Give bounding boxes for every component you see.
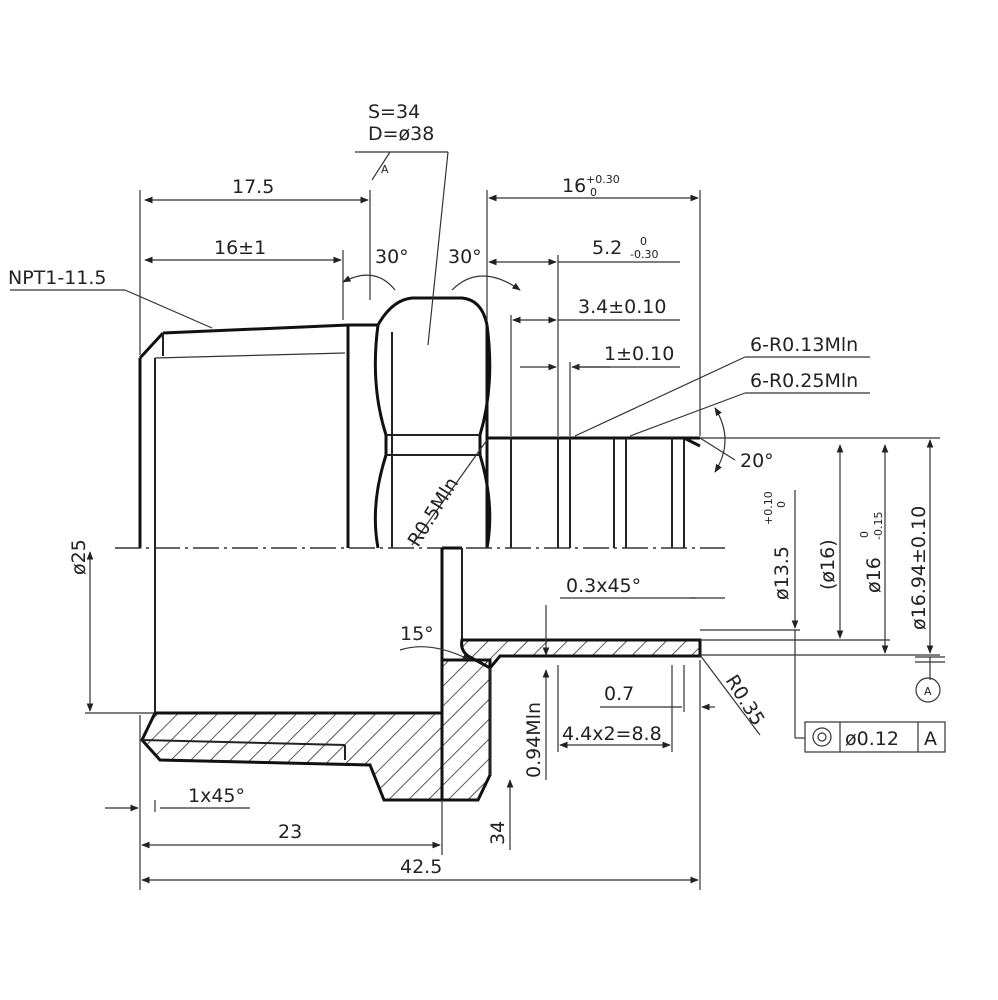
dim-16-tol-up: +0.30	[586, 173, 620, 186]
dim-42-5: 42.5	[400, 856, 442, 878]
hex-datum-label: A	[381, 163, 389, 176]
dia-16-label: ø16	[863, 557, 885, 593]
dim-0-7: 0.7	[604, 683, 634, 705]
hex-d-label: D=ø38	[368, 123, 434, 145]
dia-16-94-label: ø16.94±0.10	[908, 506, 930, 630]
chamfer-1-label: 1x45°	[188, 785, 245, 807]
radius-035-label: R0.35	[721, 671, 769, 730]
angle-30-right: 30°	[448, 246, 482, 268]
radius-013-label: 6-R0.13Mln	[750, 334, 858, 356]
dim-3-4: 3.4±0.10	[578, 296, 666, 318]
dim-5-2-up: 0	[640, 235, 647, 248]
dim-34: 34	[487, 821, 509, 845]
section-view	[140, 546, 702, 802]
part-outline-upper	[138, 296, 701, 549]
dim-16-tol-lo: 0	[590, 186, 597, 199]
dim-16-tol: 16	[562, 175, 586, 197]
angle-20: 20°	[740, 450, 774, 472]
dim-23: 23	[278, 821, 302, 843]
dia-16-lo: -0.15	[872, 512, 885, 540]
angle-30-left: 30°	[375, 246, 409, 268]
dia-25-label: ø25	[68, 539, 90, 575]
feature-control-frame: ø0.12 A	[804, 721, 946, 753]
dim-094-label: 0.94Mln	[523, 702, 545, 778]
angle-15: 15°	[400, 623, 434, 645]
fcf-tolerance: ø0.12	[845, 728, 899, 750]
datum-a-bubble: A	[915, 677, 941, 703]
dim-17-5: 17.5	[232, 176, 274, 198]
dia-13-5-up: +0.10	[762, 491, 775, 525]
hex-s-label: S=34	[368, 101, 420, 123]
dim-1: 1±0.10	[604, 343, 674, 365]
datum-a-label: A	[924, 685, 932, 698]
chamfer-03-label: 0.3x45°	[566, 575, 641, 597]
dim-16pm1: 16±1	[214, 237, 266, 259]
dimension-lines	[10, 151, 945, 890]
radius-025-label: 6-R0.25Mln	[750, 370, 858, 392]
dim-4-4x2-label: 4.4x2=8.8	[562, 723, 662, 745]
fcf-datum: A	[924, 728, 937, 750]
npt-label: NPT1-11.5	[8, 267, 107, 289]
dia-13-5-lo: 0	[775, 501, 788, 508]
dim-5-2-lo: -0.30	[630, 248, 658, 261]
concentricity-icon	[812, 727, 832, 747]
dim-5-2: 5.2	[592, 237, 622, 259]
dia-16-up: 0	[858, 531, 871, 538]
dia-16-ref-label: (ø16)	[817, 539, 839, 590]
dia-13-5-label: ø13.5	[771, 546, 793, 600]
radius-05-label: R0.5Mln	[404, 474, 464, 551]
